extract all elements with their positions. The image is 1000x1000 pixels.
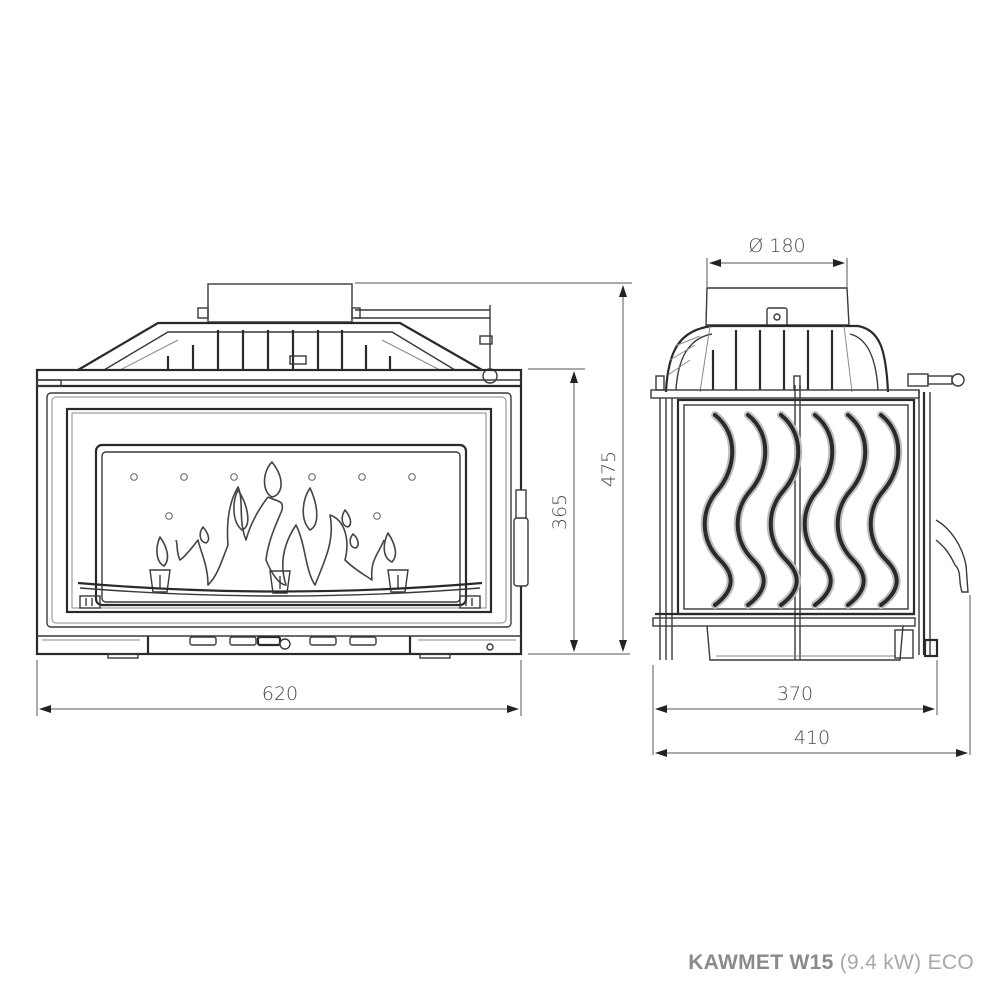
dim-front-width: 620: [36, 660, 522, 716]
product-caption: KAWMET W15 (9.4 kW) ECO: [688, 951, 974, 975]
air-control-knob: [279, 638, 291, 650]
dim-label-370: 370: [777, 683, 813, 705]
dim-total-height: 475: [355, 282, 632, 652]
side-view: Ø 180 370 410: [650, 235, 971, 757]
flame-decoration: [77, 461, 483, 609]
caption-variant: ECO: [927, 951, 974, 974]
side-hood: [664, 324, 890, 393]
air-control-base: [37, 635, 521, 659]
ash-pan: [706, 625, 904, 661]
door-inner: [65, 407, 493, 614]
side-latch-knob: [951, 373, 965, 387]
dim-side-depth: 370: [652, 660, 938, 755]
dim-label-365: 365: [549, 494, 571, 530]
dim-side-depth-total: 410: [655, 595, 971, 757]
side-handle: [935, 519, 969, 593]
caption-power: (9.4 kW): [839, 951, 922, 974]
dim-label-diameter: Ø 180: [748, 235, 805, 257]
dim-label-620: 620: [262, 683, 298, 705]
dim-door-height: 365: [528, 368, 630, 655]
door-handle: [515, 489, 527, 521]
dim-flue-diameter: Ø 180: [706, 235, 848, 288]
door-outer: [46, 392, 512, 628]
top-hood: [77, 321, 483, 371]
caption-brand: KAWMET W15: [688, 951, 834, 974]
dim-label-410: 410: [794, 727, 830, 749]
decor-holes: [130, 473, 416, 520]
dim-label-475: 475: [598, 451, 620, 487]
glass-window: [94, 443, 468, 607]
flue-collar: [207, 283, 353, 323]
front-view: 620 365 475: [35, 282, 632, 716]
wave-ribs: [700, 411, 903, 609]
